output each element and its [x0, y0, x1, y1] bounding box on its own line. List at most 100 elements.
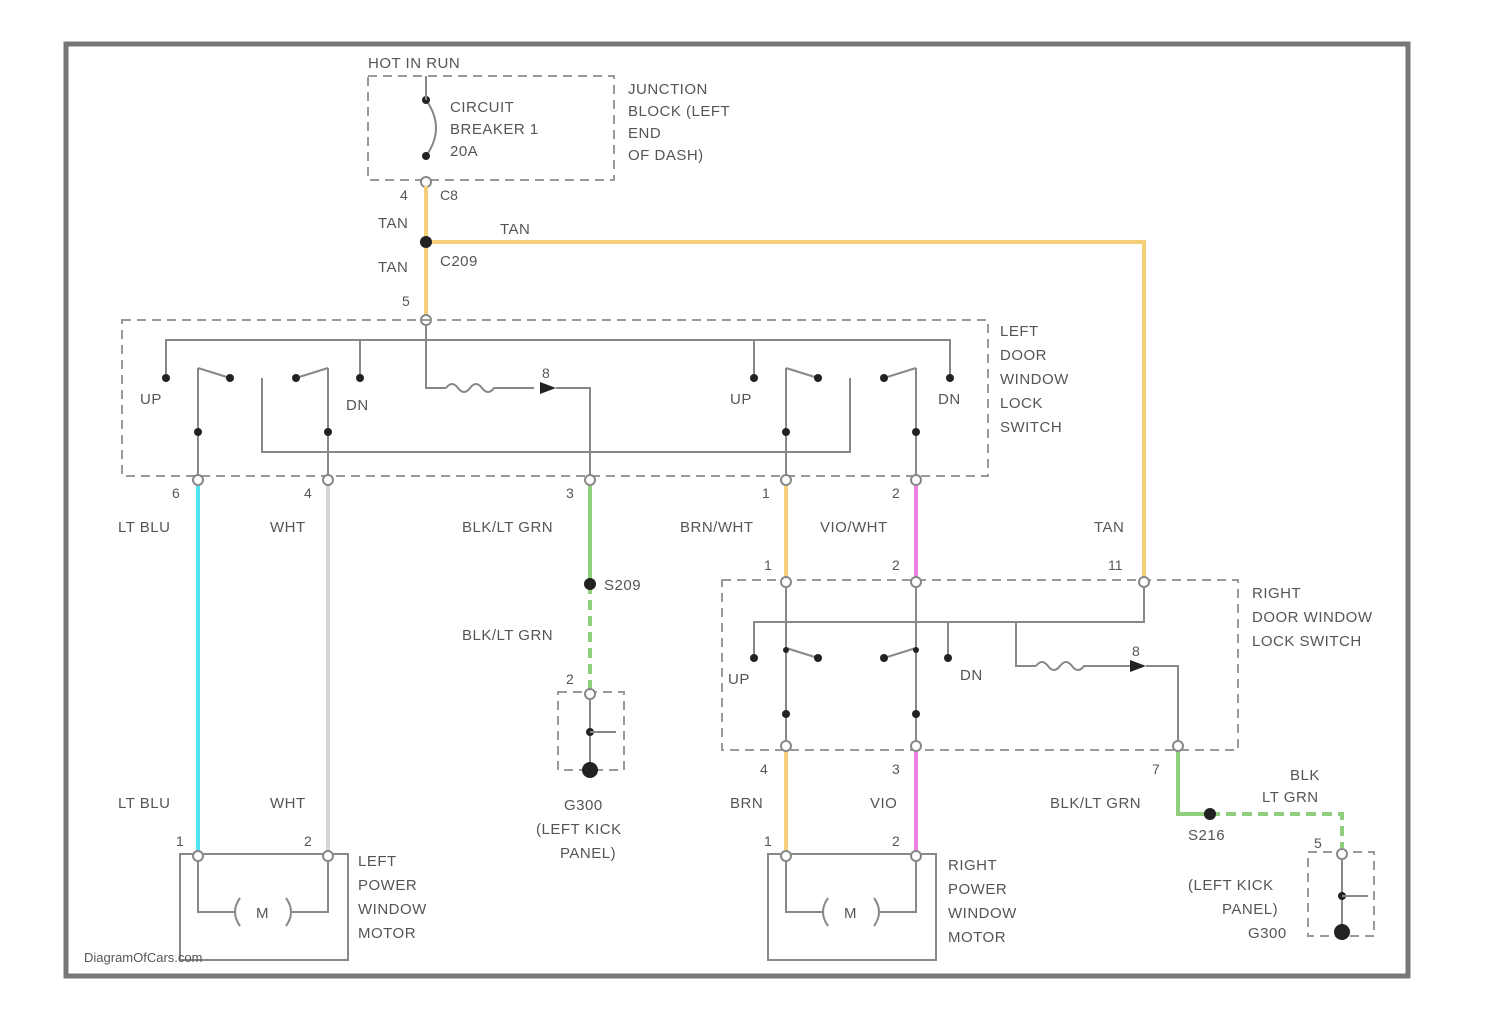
ldws-left-contact-a: [226, 374, 234, 382]
ground-left-label-1: G300: [564, 797, 603, 814]
tan-wire-label-2: TAN: [500, 221, 530, 238]
rdws-contact-b: [880, 654, 888, 662]
ldws-pin3-terminal: [585, 475, 595, 485]
brn-wht-label: BRN/WHT: [680, 519, 754, 536]
ldws-label-3: WINDOW: [1000, 371, 1069, 388]
circuit-breaker-label-2: BREAKER 1: [450, 121, 539, 138]
ground-left-label-2: (LEFT KICK: [536, 821, 622, 838]
ldws-right-node-a: [782, 428, 790, 436]
junction-block-label-1: JUNCTION: [628, 81, 708, 98]
c8-label: C8: [440, 187, 458, 203]
rdws-pin2-label: 2: [892, 557, 900, 573]
rdws-node-a: [782, 710, 790, 718]
rdws-label-2: DOOR WINDOW: [1252, 609, 1373, 626]
right-motor-lead-a: [786, 862, 822, 912]
ground-right-point: [1334, 924, 1350, 940]
ldws-pin6-terminal: [193, 475, 203, 485]
rdws-pin7-terminal: [1173, 741, 1183, 751]
watermark: DiagramOfCars.com: [84, 950, 202, 965]
ldws-left-node-b: [324, 428, 332, 436]
rdws-dn-contact: [944, 654, 952, 662]
left-motor-lead-a: [198, 862, 234, 912]
rdws-node-c: [783, 647, 789, 653]
junction-block-label-2: BLOCK (LEFT: [628, 103, 730, 120]
ldws-right-dn-label: DN: [938, 391, 961, 408]
right-motor-lead-b: [880, 862, 916, 912]
rdws-pin1-label: 1: [764, 557, 772, 573]
ldws-left-blade-b: [296, 368, 328, 378]
ldws-label-1: LEFT: [1000, 323, 1039, 340]
ldws-diode: [540, 382, 556, 394]
ground-right-terminal: [1337, 849, 1347, 859]
right-motor-pin1-terminal: [781, 851, 791, 861]
ldws-left-dn-label: DN: [346, 397, 369, 414]
right-motor-pin2-label: 2: [892, 833, 900, 849]
ldws-top-pin: 5: [402, 293, 410, 309]
right-motor-label-2: POWER: [948, 881, 1007, 898]
splice-s216: [1204, 808, 1216, 820]
ground-left-terminal: [585, 689, 595, 699]
hot-bus-label: HOT IN RUN: [368, 55, 460, 72]
splice-s209: [584, 578, 596, 590]
blk-wire-label: BLK: [1290, 767, 1320, 784]
ldws-right-contact-b: [880, 374, 888, 382]
ldws-right-blade-b: [884, 368, 916, 378]
ldws-right-node-b: [912, 428, 920, 436]
rdws-pin7-label: 7: [1152, 761, 1160, 777]
ground-right-pin: 5: [1314, 835, 1322, 851]
left-motor-lead-b: [292, 862, 328, 912]
tan-wire-label-3: TAN: [378, 259, 408, 276]
splice-c209: [420, 236, 432, 248]
ldws-pin3-label: 3: [566, 485, 574, 501]
ldws-right-contact-a: [814, 374, 822, 382]
circuit-breaker-label-1: CIRCUIT: [450, 99, 514, 116]
ldws-left-contact-b: [292, 374, 300, 382]
blk-lt-grn-label-2: BLK/LT GRN: [462, 627, 553, 644]
tan-wire-label-right: TAN: [1094, 519, 1124, 536]
ldws-pin2-label: 2: [892, 485, 900, 501]
rdws-blade-a: [786, 648, 818, 658]
ground-right-label-3: G300: [1248, 925, 1287, 942]
ldws-left-up-label: UP: [140, 391, 162, 408]
ldws-pin4-label: 4: [304, 485, 312, 501]
vio-wire-label: VIO: [870, 795, 897, 812]
ldws-left-node-a: [194, 428, 202, 436]
ldws-right-up-label: UP: [730, 391, 752, 408]
lt-grn-right-wire: [1210, 814, 1342, 848]
rdws-label-1: RIGHT: [1252, 585, 1301, 602]
splice-s216-label: S216: [1188, 827, 1225, 844]
rdws-pin2-terminal: [911, 577, 921, 587]
lt-grn-wire-label: LT GRN: [1262, 789, 1319, 806]
left-motor-pin1-label: 1: [176, 833, 184, 849]
ldws-left-up-contact: [162, 374, 170, 382]
left-motor-label-2: POWER: [358, 877, 417, 894]
blk-lt-grn-right-wire: [1178, 752, 1210, 814]
splice-s209-label: S209: [604, 577, 641, 594]
rdws-node-b: [912, 710, 920, 718]
ground-right-label-2: PANEL): [1222, 901, 1278, 918]
ldws-resistor: [446, 384, 534, 392]
ldws-cross-link: [262, 378, 850, 452]
rdws-node-d: [913, 647, 919, 653]
rdws-up-label: UP: [728, 671, 750, 688]
ground-left-point: [582, 762, 598, 778]
ldws-left-blade-a: [198, 368, 230, 378]
right-motor-label-3: WINDOW: [948, 905, 1017, 922]
wht-wire-label-top: WHT: [270, 519, 306, 536]
circuit-breaker-symbol: [426, 100, 436, 156]
ldws-pin2-terminal: [911, 475, 921, 485]
left-motor-m: M: [256, 905, 269, 922]
ldws-internal-bus: [166, 340, 950, 378]
blk-lt-grn-right-label: BLK/LT GRN: [1050, 795, 1141, 812]
rdws-blade-b: [884, 648, 916, 658]
tan-wire-label-1: TAN: [378, 215, 408, 232]
ldws-pin4-terminal: [323, 475, 333, 485]
lt-blu-wire-label-top: LT BLU: [118, 519, 170, 536]
splice-c209-label: C209: [440, 253, 478, 270]
left-motor-label-1: LEFT: [358, 853, 397, 870]
rdws-lamp-return: [1146, 666, 1178, 744]
rdws-up-contact: [750, 654, 758, 662]
c8-pin-label: 4: [400, 187, 408, 203]
ground-right-label-1: (LEFT KICK: [1188, 877, 1274, 894]
c8-terminal: [421, 177, 431, 187]
